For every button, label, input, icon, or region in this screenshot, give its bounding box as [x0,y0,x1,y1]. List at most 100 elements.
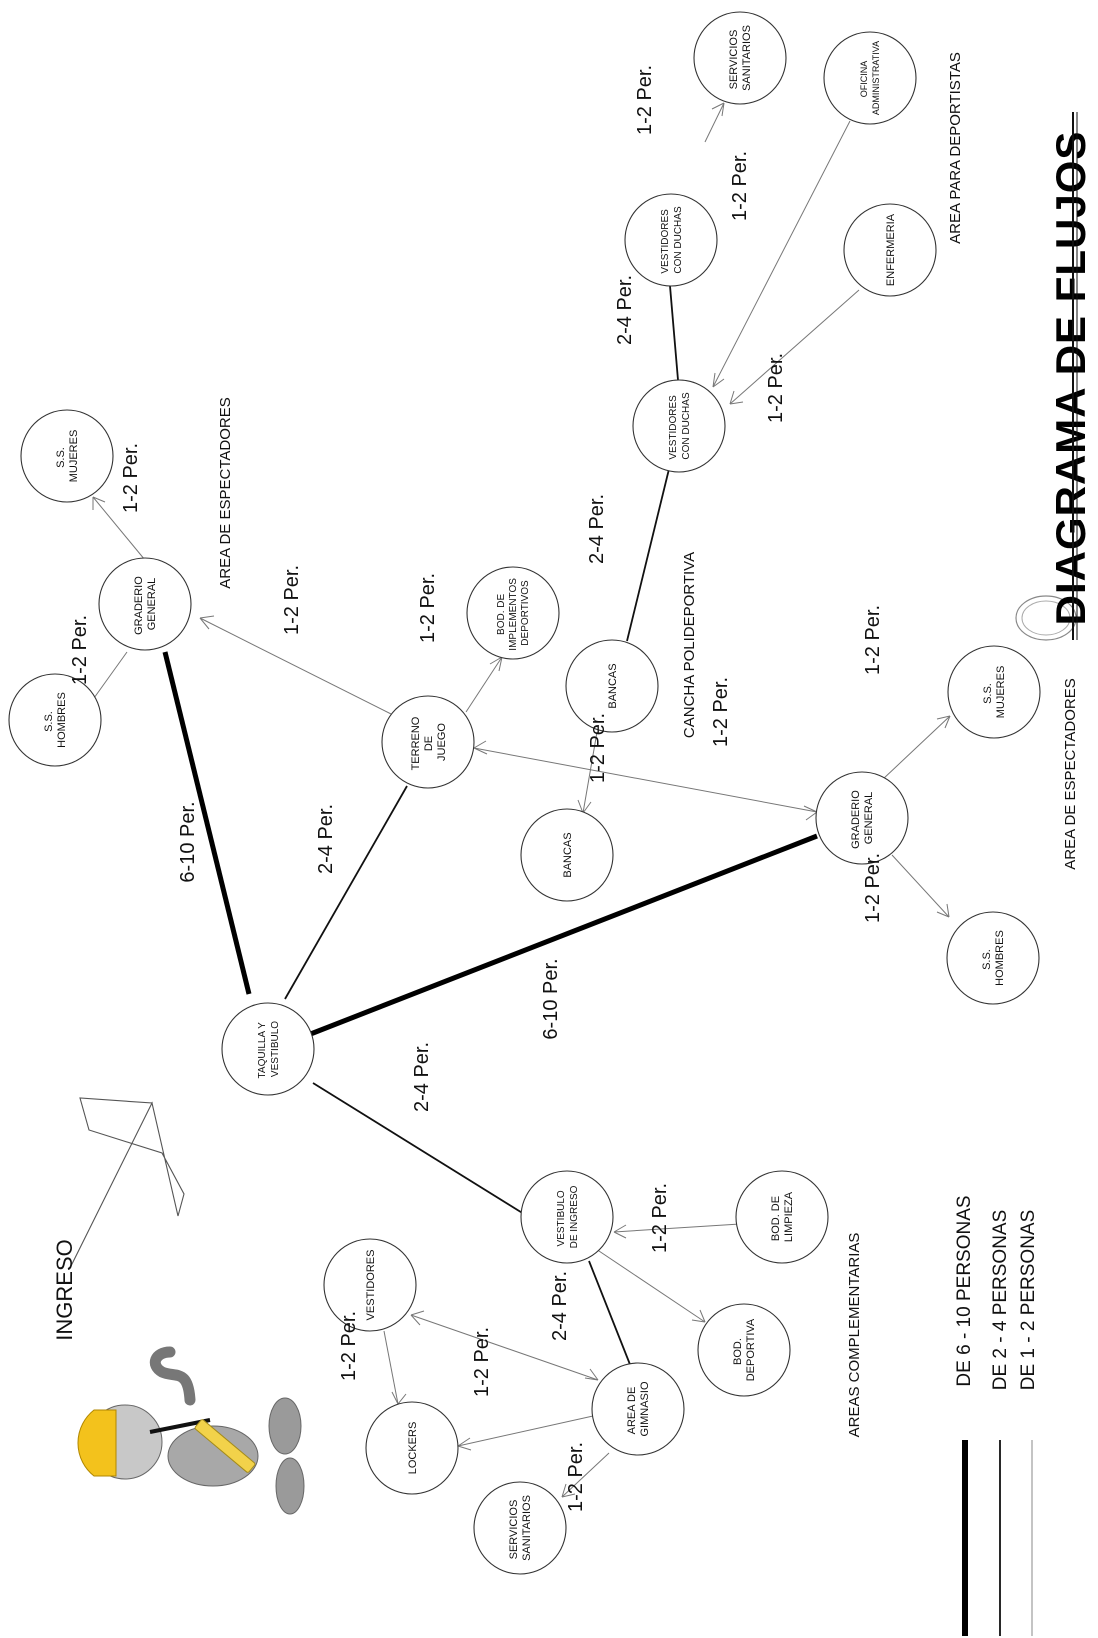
edge-graderio-right-mujeres [881,715,951,781]
edge-label: 1-2 Per. [69,615,91,685]
area-labels: AREA DE ESPECTADORES CANCHA POLIDEPORTIV… [217,52,1079,1437]
svg-text:S.S. MUJERES: S.S. MUJERES [55,430,80,483]
node-graderio-right: GRADERIO GENERAL [815,771,909,865]
area-cancha-polideportiva: CANCHA POLIDEPORTIVA [681,552,698,738]
edge-vestibulo-deportiva [592,1246,706,1323]
title-swirl-inner [1021,600,1071,636]
area-deportistas: AREA PARA DEPORTISTAS [947,52,964,244]
edge-taquilla-vestibulo-ingreso [312,1082,525,1215]
edge-label: 2-4 Per. [315,804,337,874]
edge-vestidores-vestidores [669,285,679,381]
svg-text:TERRENO DE JUE: TERRENO DE JUEGO [410,714,448,771]
edge-label: 1-2 Per. [587,713,609,783]
node-servicios-sanitarios-bottom: SERVICIOS SANITARIOS [473,1481,567,1575]
edge-label: 1-2 Per. [565,1442,587,1512]
edge-label: 1-2 Per. [634,65,656,135]
node-servicios-sanitarios-top: SERVICIOS SANITARIOS [693,11,787,105]
entrance-arrow-icon [69,1097,185,1269]
edge-vestidores-lockers [383,1330,399,1405]
legend-heavy-label: DE 6 - 10 PERSONAS [954,1195,975,1386]
edge-gimnasio-servicios [561,1452,610,1498]
edge-vestidores-enfermeria [729,289,860,405]
node-taquilla-vestibulo: TAQUILLA Y VESTIBULO [221,1002,315,1096]
edge-vestidores-oficina [712,120,851,388]
svg-text:TAQUILLA Y VESTIBULO: TAQUILLA Y VESTIBULO [257,1020,281,1079]
edge-gimnasio-lockers [457,1415,594,1447]
edge-vestibulo-gimnasio [588,1260,632,1368]
svg-text:GRADERIO GENERAL: GRADERIO GENERAL [850,787,875,849]
edge-bancas-vestidores [626,468,670,642]
edge-labels: 1-2 Per. 1-2 Per. 1-2 Per. 1-2 Per. 6-10… [69,65,884,1512]
node-vestidores-duchas-2: VESTIDORES CON DUCHAS [624,193,718,287]
edge-label: 1-2 Per. [338,1311,360,1381]
area-espectadores-top: AREA DE ESPECTADORES [217,397,234,588]
edge-label: 1-2 Per. [120,443,142,513]
edge-gimnasio-vestidores [410,1314,599,1381]
node-vestidores-duchas-1: VESTIDORES CON DUCHAS [632,379,726,473]
node-enfermeria: ENFERMERIA [843,203,937,297]
svg-text:AREA DE GIMNASIO: AREA DE GIMNASIO [626,1381,651,1436]
svg-text:ENFERMERIA: ENFERMERIA [885,213,897,286]
edge-taquilla-graderio-right [307,833,818,1038]
edge-graderio-right-hombres [891,854,950,918]
node-bod-implementos: BOD. DE IMPLEMENTOS DEPORTIVOS [466,566,560,660]
node-terreno-de-juego: TERRENO DE JUEGO [381,695,475,789]
edge-vestibulo-limpieza [613,1223,741,1233]
svg-text:SERVICIOS SANITARIOS: SERVICIOS SANITARIOS [728,25,753,91]
svg-text:S.S. HOMBRES: S.S. HOMBRES [43,692,68,748]
edge-taquilla-terreno [284,785,408,1000]
edge-label: 2-4 Per. [411,1042,433,1112]
edge-label: 6-10 Per. [177,801,199,882]
svg-text:BANCAS: BANCAS [562,832,574,877]
svg-text:BANCAS: BANCAS [607,663,619,708]
edge-label: 1-2 Per. [710,677,732,747]
legend-light-label: DE 1 - 2 PERSONAS [1018,1210,1039,1391]
edge-taquilla-graderio-top [162,651,252,995]
svg-text:BOD. DE IMPLEMENTOS: BOD. DE IMPLEMENTOS DEPORTIVOS [496,575,531,650]
worker-figure-icon [77,1346,305,1515]
edge-terreno-graderio-right [473,747,818,813]
node-bod-limpieza: BOD. DE LIMPIEZA [735,1170,829,1264]
svg-text:VESTIDORES: VESTIDORES [365,1250,377,1321]
edge-label: 1-2 Per. [765,353,787,423]
node-oficina-administrativa: OFICINA ADMINISTRATIVA [823,31,917,125]
legend-medium-label: DE 2 - 4 PERSONAS [990,1210,1011,1391]
node-lockers: LOCKERS [365,1401,459,1495]
edge-label: 1-2 Per. [862,605,884,675]
svg-text:VESTIDORES CON DUCHAS: VESTIDORES CON DUCHAS [668,392,692,460]
edge-label: 2-4 Per. [586,494,608,564]
node-bancas-1: BANCAS [565,639,659,733]
svg-text:GRADERIO GENERAL: GRADERIO GENERAL [133,573,158,635]
svg-text:BOD. DE LIMPIEZA: BOD. DE LIMPIEZA [770,1191,795,1242]
edge-label: 1-2 Per. [729,151,751,221]
legend: DE 6 - 10 PERSONAS DE 2 - 4 PERSONAS DE … [954,1195,1039,1636]
edge-label: 1-2 Per. [862,853,884,923]
edge-label: 2-4 Per. [614,275,636,345]
edge-graderio-mujeres [92,496,146,561]
svg-text:S.S. HOMBRES: S.S. HOMBRES [981,930,1006,986]
svg-text:BOD. DEPORTIVA: BOD. DEPORTIVA [732,1318,757,1381]
svg-text:LOCKERS: LOCKERS [407,1422,419,1475]
node-graderio-top: GRADERIO GENERAL [98,557,192,651]
edge-graderio-terreno [199,617,404,721]
svg-text:VESTIBULO DE INGRESO: VESTIBULO DE INGRESO [556,1185,580,1248]
title-block: DIAGRAMA DE FLUJOS [1015,112,1094,641]
edge-label: 1-2 Per. [281,565,303,635]
svg-text:SERVICIOS SANITARIOS: SERVICIOS SANITARIOS [508,1495,533,1561]
area-complementarias: AREAS COMPLEMENTARIAS [846,1233,863,1438]
edge-label: 2-4 Per. [549,1271,571,1341]
edge-bancas-bancas [582,731,598,814]
svg-text:OFICINA ADMINISTRATIVA: OFICINA ADMINISTRATIVA [859,41,881,115]
page-title: DIAGRAMA DE FLUJOS [1047,131,1094,626]
edge-label: 1-2 Per. [471,1327,493,1397]
edges [83,102,951,1498]
svg-text:VESTIDORES CON DUCHAS: VESTIDORES CON DUCHAS [660,206,684,274]
edge-label: 1-2 Per. [417,573,439,643]
area-espectadores-right: AREA DE ESPECTADORES [1062,678,1079,869]
svg-text:S.S. MUJERES: S.S. MUJERES [982,666,1007,719]
node-ss-hombres-right: S.S. HOMBRES [946,911,1040,1005]
node-ss-hombres-top: S.S. HOMBRES [8,673,102,767]
edge-vestidores-servicios [704,102,725,143]
ingreso-label: INGRESO [52,1239,77,1340]
